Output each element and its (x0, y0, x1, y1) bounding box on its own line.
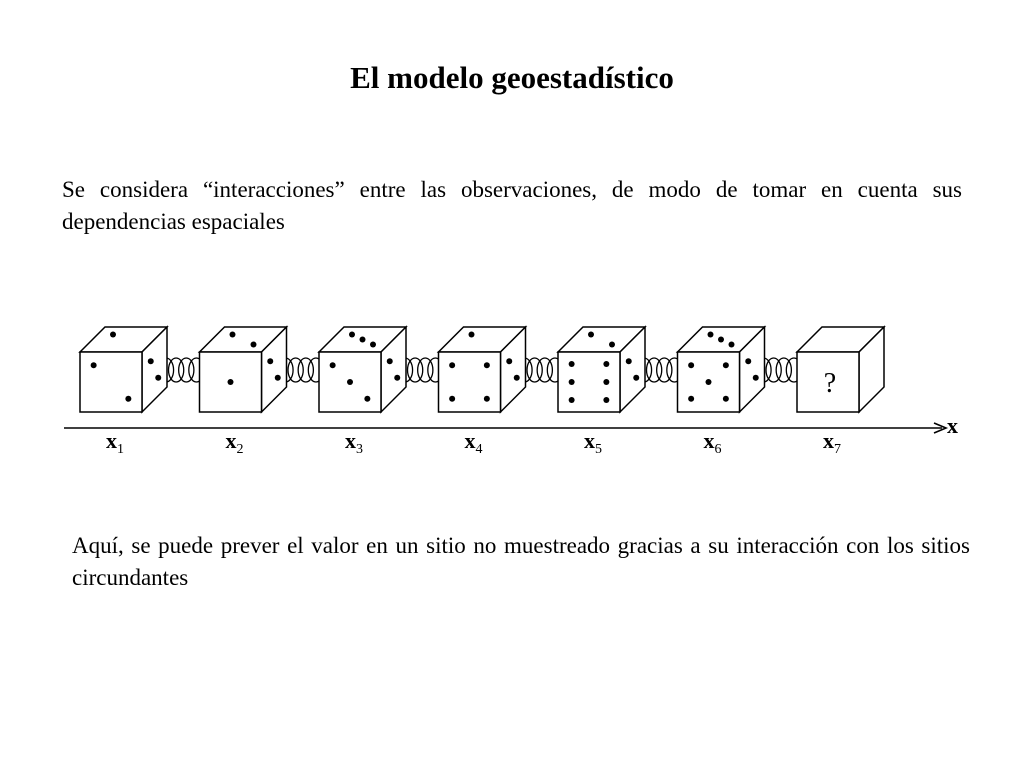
die-label-3: x3 (345, 428, 363, 457)
die-front-pip (347, 379, 353, 385)
die-front-pip (568, 361, 575, 367)
die-front-face (79, 351, 143, 413)
die-4: x4 (436, 325, 528, 457)
die-top-pip (250, 341, 257, 348)
die-top-pip (609, 341, 615, 348)
die-front-pip (722, 395, 729, 402)
die-front-pip (449, 362, 456, 369)
die-label-7: x7 (823, 428, 841, 457)
die-label-6: x6 (704, 428, 722, 457)
die-front-pip (227, 379, 234, 385)
die-front-pip (568, 397, 575, 403)
die-label-5: x5 (584, 428, 602, 457)
die-top-pip (110, 331, 116, 338)
die-side-pip (745, 358, 752, 365)
die-front-pip (568, 379, 575, 385)
dice-spring-diagram: x1 x2 x3 x4 x5 x6? x7 x (64, 325, 958, 457)
page-title: El modelo geoestadístico (350, 60, 674, 95)
die-side-pip (633, 374, 640, 381)
die-side-pip (394, 374, 401, 381)
die-3: x3 (317, 325, 408, 457)
die-top-pip (728, 341, 735, 348)
die-front-pip (603, 361, 610, 367)
x-axis-arrowhead (933, 422, 949, 434)
die-top-pip (370, 341, 376, 348)
die-side-pip (386, 358, 393, 365)
die-front-pip (483, 362, 490, 369)
die-side-pip (267, 358, 274, 365)
die-front-face (796, 351, 860, 413)
die-side-pip (513, 374, 520, 381)
die-front-pip (688, 395, 695, 402)
die-label-2: x2 (226, 428, 244, 457)
x-axis-label: x (947, 413, 958, 438)
conclusion-paragraph: Aquí, se puede prever el valor en un sit… (72, 533, 970, 590)
die-top-pip (468, 331, 475, 338)
die-side-pip (752, 374, 759, 381)
die-side-pip (147, 358, 154, 365)
die-top-pip (359, 336, 366, 343)
die-1: x1 (78, 325, 169, 457)
die-top-pip (718, 336, 724, 343)
die-front-pip (329, 362, 336, 369)
unknown-value-mark: ? (824, 368, 836, 399)
die-label-4: x4 (465, 428, 483, 457)
die-7: ? x7 (795, 325, 886, 457)
die-5: x5 (556, 325, 647, 457)
die-front-pip (90, 362, 97, 369)
die-side-pip (506, 358, 513, 365)
die-front-pip (483, 395, 490, 402)
die-side-pip (155, 374, 162, 381)
die-label-1: x1 (106, 428, 124, 457)
die-top-pip (707, 331, 714, 338)
die-front-pip (364, 395, 371, 402)
die-front-pip (603, 397, 610, 403)
die-top-pip (588, 331, 594, 338)
die-6: x6 (675, 325, 767, 457)
die-side-pip (625, 358, 632, 365)
die-front-pip (688, 362, 695, 369)
die-side-pip (274, 374, 281, 381)
die-front-pip (125, 395, 132, 402)
intro-paragraph: Se considera “interacciones” entre las o… (62, 177, 962, 234)
die-2: x2 (197, 325, 289, 457)
die-front-pip (722, 362, 729, 369)
die-top-pip (349, 331, 355, 338)
dice-layer: x1 x2 x3 x4 x5 x6? x7 (78, 325, 886, 457)
die-front-pip (603, 379, 610, 385)
die-front-pip (449, 395, 456, 402)
die-front-pip (705, 379, 712, 385)
die-front-face (557, 351, 621, 413)
die-top-pip (229, 331, 236, 338)
die-front-face (437, 351, 502, 413)
